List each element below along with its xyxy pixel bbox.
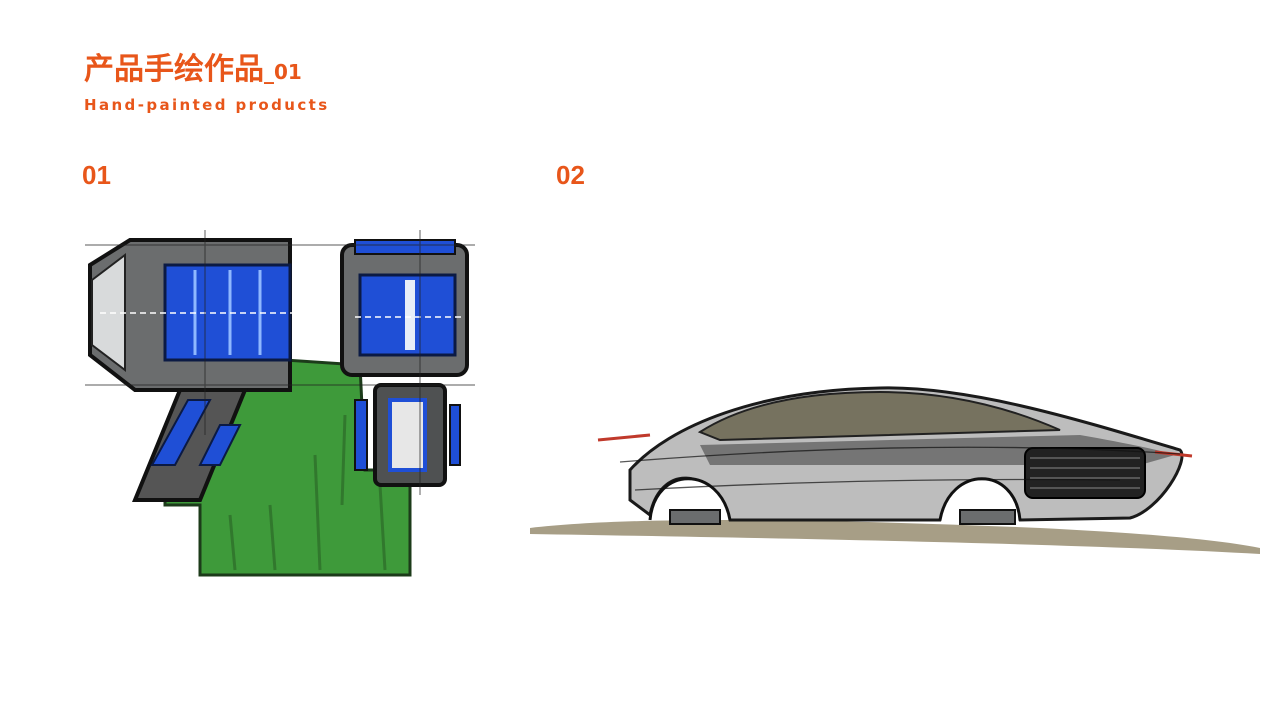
- page-title: 产品手绘作品_01: [84, 50, 330, 92]
- title-block: 产品手绘作品_01 Hand-painted products: [84, 50, 330, 114]
- car-shadow: [530, 520, 1260, 554]
- camera-product-sketch: [85, 230, 475, 577]
- page-title-suffix: _01: [264, 60, 302, 84]
- rear-wheel: [669, 509, 721, 525]
- front-wheel: [959, 509, 1016, 525]
- page-title-text: 产品手绘作品: [84, 52, 264, 87]
- lens-front-cone: [91, 252, 126, 373]
- work-number-02: 02: [556, 160, 585, 190]
- car-grille: [1024, 447, 1146, 499]
- slanted-panel: [132, 388, 248, 502]
- page-subtitle: Hand-painted products: [84, 96, 330, 114]
- work-number-01: 01: [82, 160, 111, 190]
- car-sketch: [530, 386, 1260, 554]
- right-top-blue-strip: [354, 239, 456, 255]
- car-window: [697, 390, 1061, 442]
